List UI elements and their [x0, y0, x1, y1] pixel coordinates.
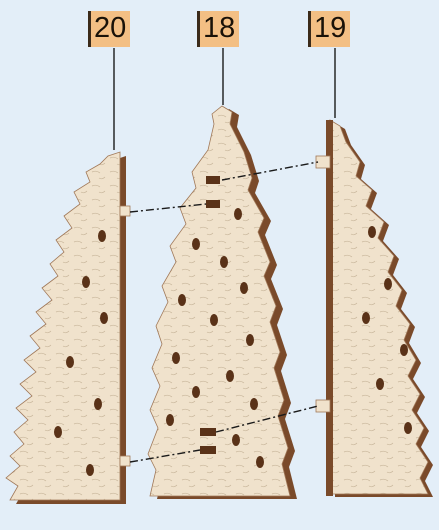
part-label-19: 19 [308, 11, 350, 47]
tree-piece-left-icon [6, 152, 130, 504]
tree-piece-right-icon [316, 120, 433, 497]
part-label-20: 20 [88, 11, 130, 47]
tree-piece-center-icon [148, 106, 297, 499]
part-label-18: 18 [197, 11, 239, 47]
